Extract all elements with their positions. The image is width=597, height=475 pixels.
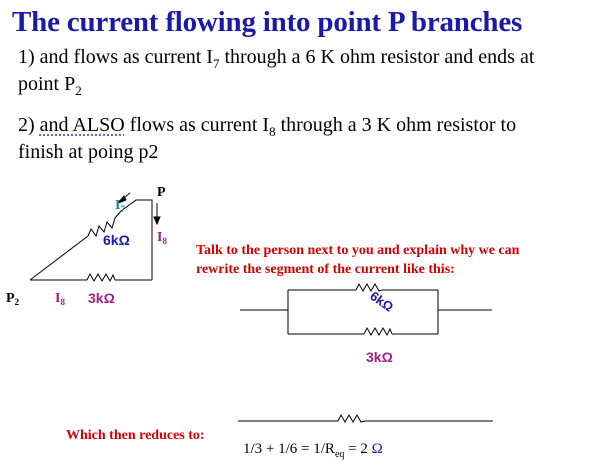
point-2-underlined: and ALSO xyxy=(39,114,125,136)
equation-part-1: 1/3 + 1/6 = 1/R xyxy=(243,441,335,457)
equation-sub: eq xyxy=(334,449,345,460)
label-i8-right-main: I xyxy=(157,230,162,245)
label-i8-bottom: I8 xyxy=(55,291,65,307)
circuit-2-wires xyxy=(240,289,492,335)
label-3k-circuit-2: 3kΩ xyxy=(366,349,393,365)
point-1-sub-b: 2 xyxy=(75,83,82,98)
point-1-line-1: 1) and flows as current I7 through a 6 K… xyxy=(18,46,534,75)
resistor-equivalent xyxy=(337,413,366,424)
label-point-p: P xyxy=(157,185,166,200)
prompt-line-2: rewrite the segment of the current like … xyxy=(196,262,455,277)
point-1-line-2: point P2 xyxy=(18,73,82,102)
point-2-text-c: through a 3 K ohm resistor to xyxy=(275,114,517,136)
point-2-line-2: finish at poing p2 xyxy=(18,141,159,163)
label-i8-right-sub: 8 xyxy=(162,236,167,246)
point-1-text-b: through a 6 K ohm resistor and ends at xyxy=(219,46,535,68)
label-i8-right: I8 xyxy=(157,230,167,246)
reduces-label: Which then reduces to: xyxy=(66,428,205,443)
equation: 1/3 + 1/6 = 1/Req = 2 Ω xyxy=(243,441,383,460)
circuit-1-wires xyxy=(29,199,153,281)
label-3k-circuit-1: 3kΩ xyxy=(88,290,115,306)
equation-part-2: = 2 xyxy=(344,441,372,457)
label-i8-bottom-sub: 8 xyxy=(60,297,65,307)
label-point-p2: P2 xyxy=(6,291,20,307)
label-i8-bottom-main: I xyxy=(55,291,60,306)
label-i7-main: I xyxy=(115,198,120,213)
resistor-6k-diagonal xyxy=(87,210,122,238)
point-1-text-c: point P xyxy=(18,73,76,95)
label-i7: I7 xyxy=(115,198,125,214)
point-1-sub-a: 7 xyxy=(212,56,220,71)
label-i7-sub: 7 xyxy=(120,204,125,214)
resistor-6k-parallel xyxy=(355,282,383,293)
point-2-sub: 8 xyxy=(269,124,276,139)
label-p2-sub: 2 xyxy=(15,297,20,307)
ohm-symbol: Ω xyxy=(371,441,383,457)
arrow-i8-icon xyxy=(153,203,161,226)
point-2-text-a: 2) xyxy=(18,114,40,136)
point-2-text-b: flows as current I xyxy=(124,114,270,136)
prompt-line-1: Talk to the person next to you and expla… xyxy=(196,243,520,258)
resistor-3k-bottom xyxy=(86,272,116,283)
resistor-3k-parallel xyxy=(363,326,393,337)
point-2-line-1: 2) and ALSO flows as current I8 through … xyxy=(18,114,516,143)
point-1-text-a: 1) and flows as current I xyxy=(18,46,213,68)
label-6k-circuit-1: 6kΩ xyxy=(103,232,130,248)
page-title: The current flowing into point P branche… xyxy=(12,6,523,38)
label-6k-circuit-2: 6kΩ xyxy=(367,288,396,315)
label-p2-main: P xyxy=(6,291,15,306)
arrow-i7-icon xyxy=(117,192,131,204)
